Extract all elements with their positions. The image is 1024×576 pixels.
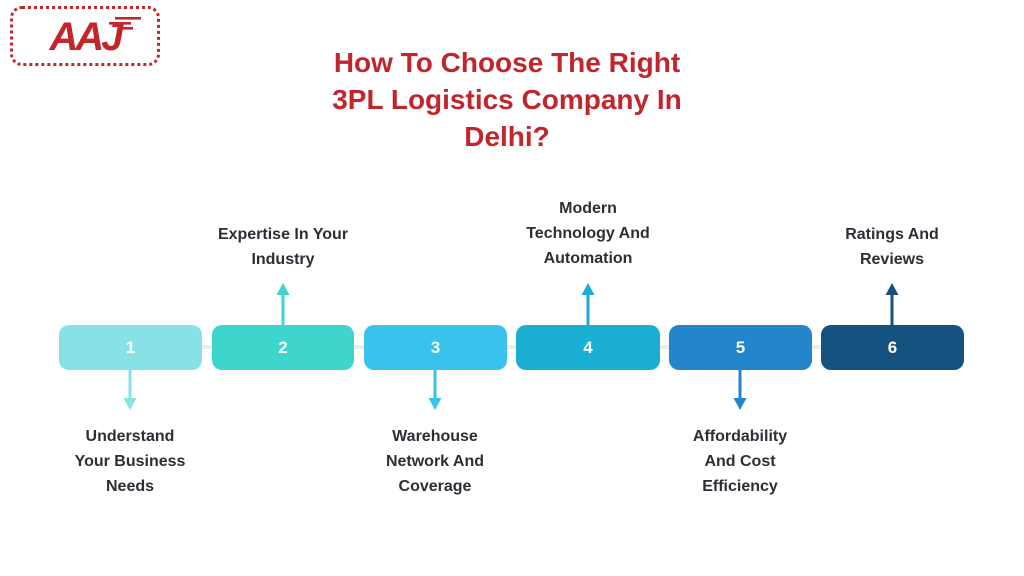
speed-lines-icon bbox=[109, 17, 141, 30]
arrow-down-icon bbox=[120, 368, 140, 410]
step-number-1: 1 bbox=[125, 337, 136, 357]
arrow-down-icon bbox=[730, 368, 750, 410]
connector-line bbox=[75, 345, 950, 349]
arrow-down-icon bbox=[425, 368, 445, 410]
arrow-up-icon bbox=[578, 283, 598, 325]
arrow-up-icon bbox=[273, 283, 293, 325]
step-box-3: 3 bbox=[364, 325, 507, 370]
step-box-5: 5 bbox=[669, 325, 812, 370]
step-number-4: 4 bbox=[583, 337, 593, 357]
arrow-up-icon bbox=[882, 283, 902, 325]
step-number-6: 6 bbox=[887, 337, 898, 357]
step-box-6: 6 bbox=[821, 325, 964, 370]
step-box-2: 2 bbox=[212, 325, 354, 370]
step-number-5: 5 bbox=[735, 337, 746, 357]
step-number-3: 3 bbox=[430, 337, 441, 357]
step-label-1: Understand Your Business Needs bbox=[74, 428, 186, 495]
aaj-logo: AAJ bbox=[10, 6, 160, 66]
step-box-4: 4 bbox=[516, 325, 660, 370]
step-label-2: Expertise In Your Industry bbox=[217, 226, 349, 268]
step-box-1: 1 bbox=[59, 325, 202, 370]
step-label-4: Modern Technology And Automation bbox=[526, 200, 650, 267]
step-label-6: Ratings And Reviews bbox=[845, 226, 939, 268]
step-label-5: Affordability And Cost Efficiency bbox=[692, 428, 788, 495]
step-label-3: Warehouse Network And Coverage bbox=[385, 428, 485, 495]
page-title: How To Choose The Right 3PL Logistics Co… bbox=[332, 47, 682, 152]
step-number-2: 2 bbox=[278, 337, 288, 357]
